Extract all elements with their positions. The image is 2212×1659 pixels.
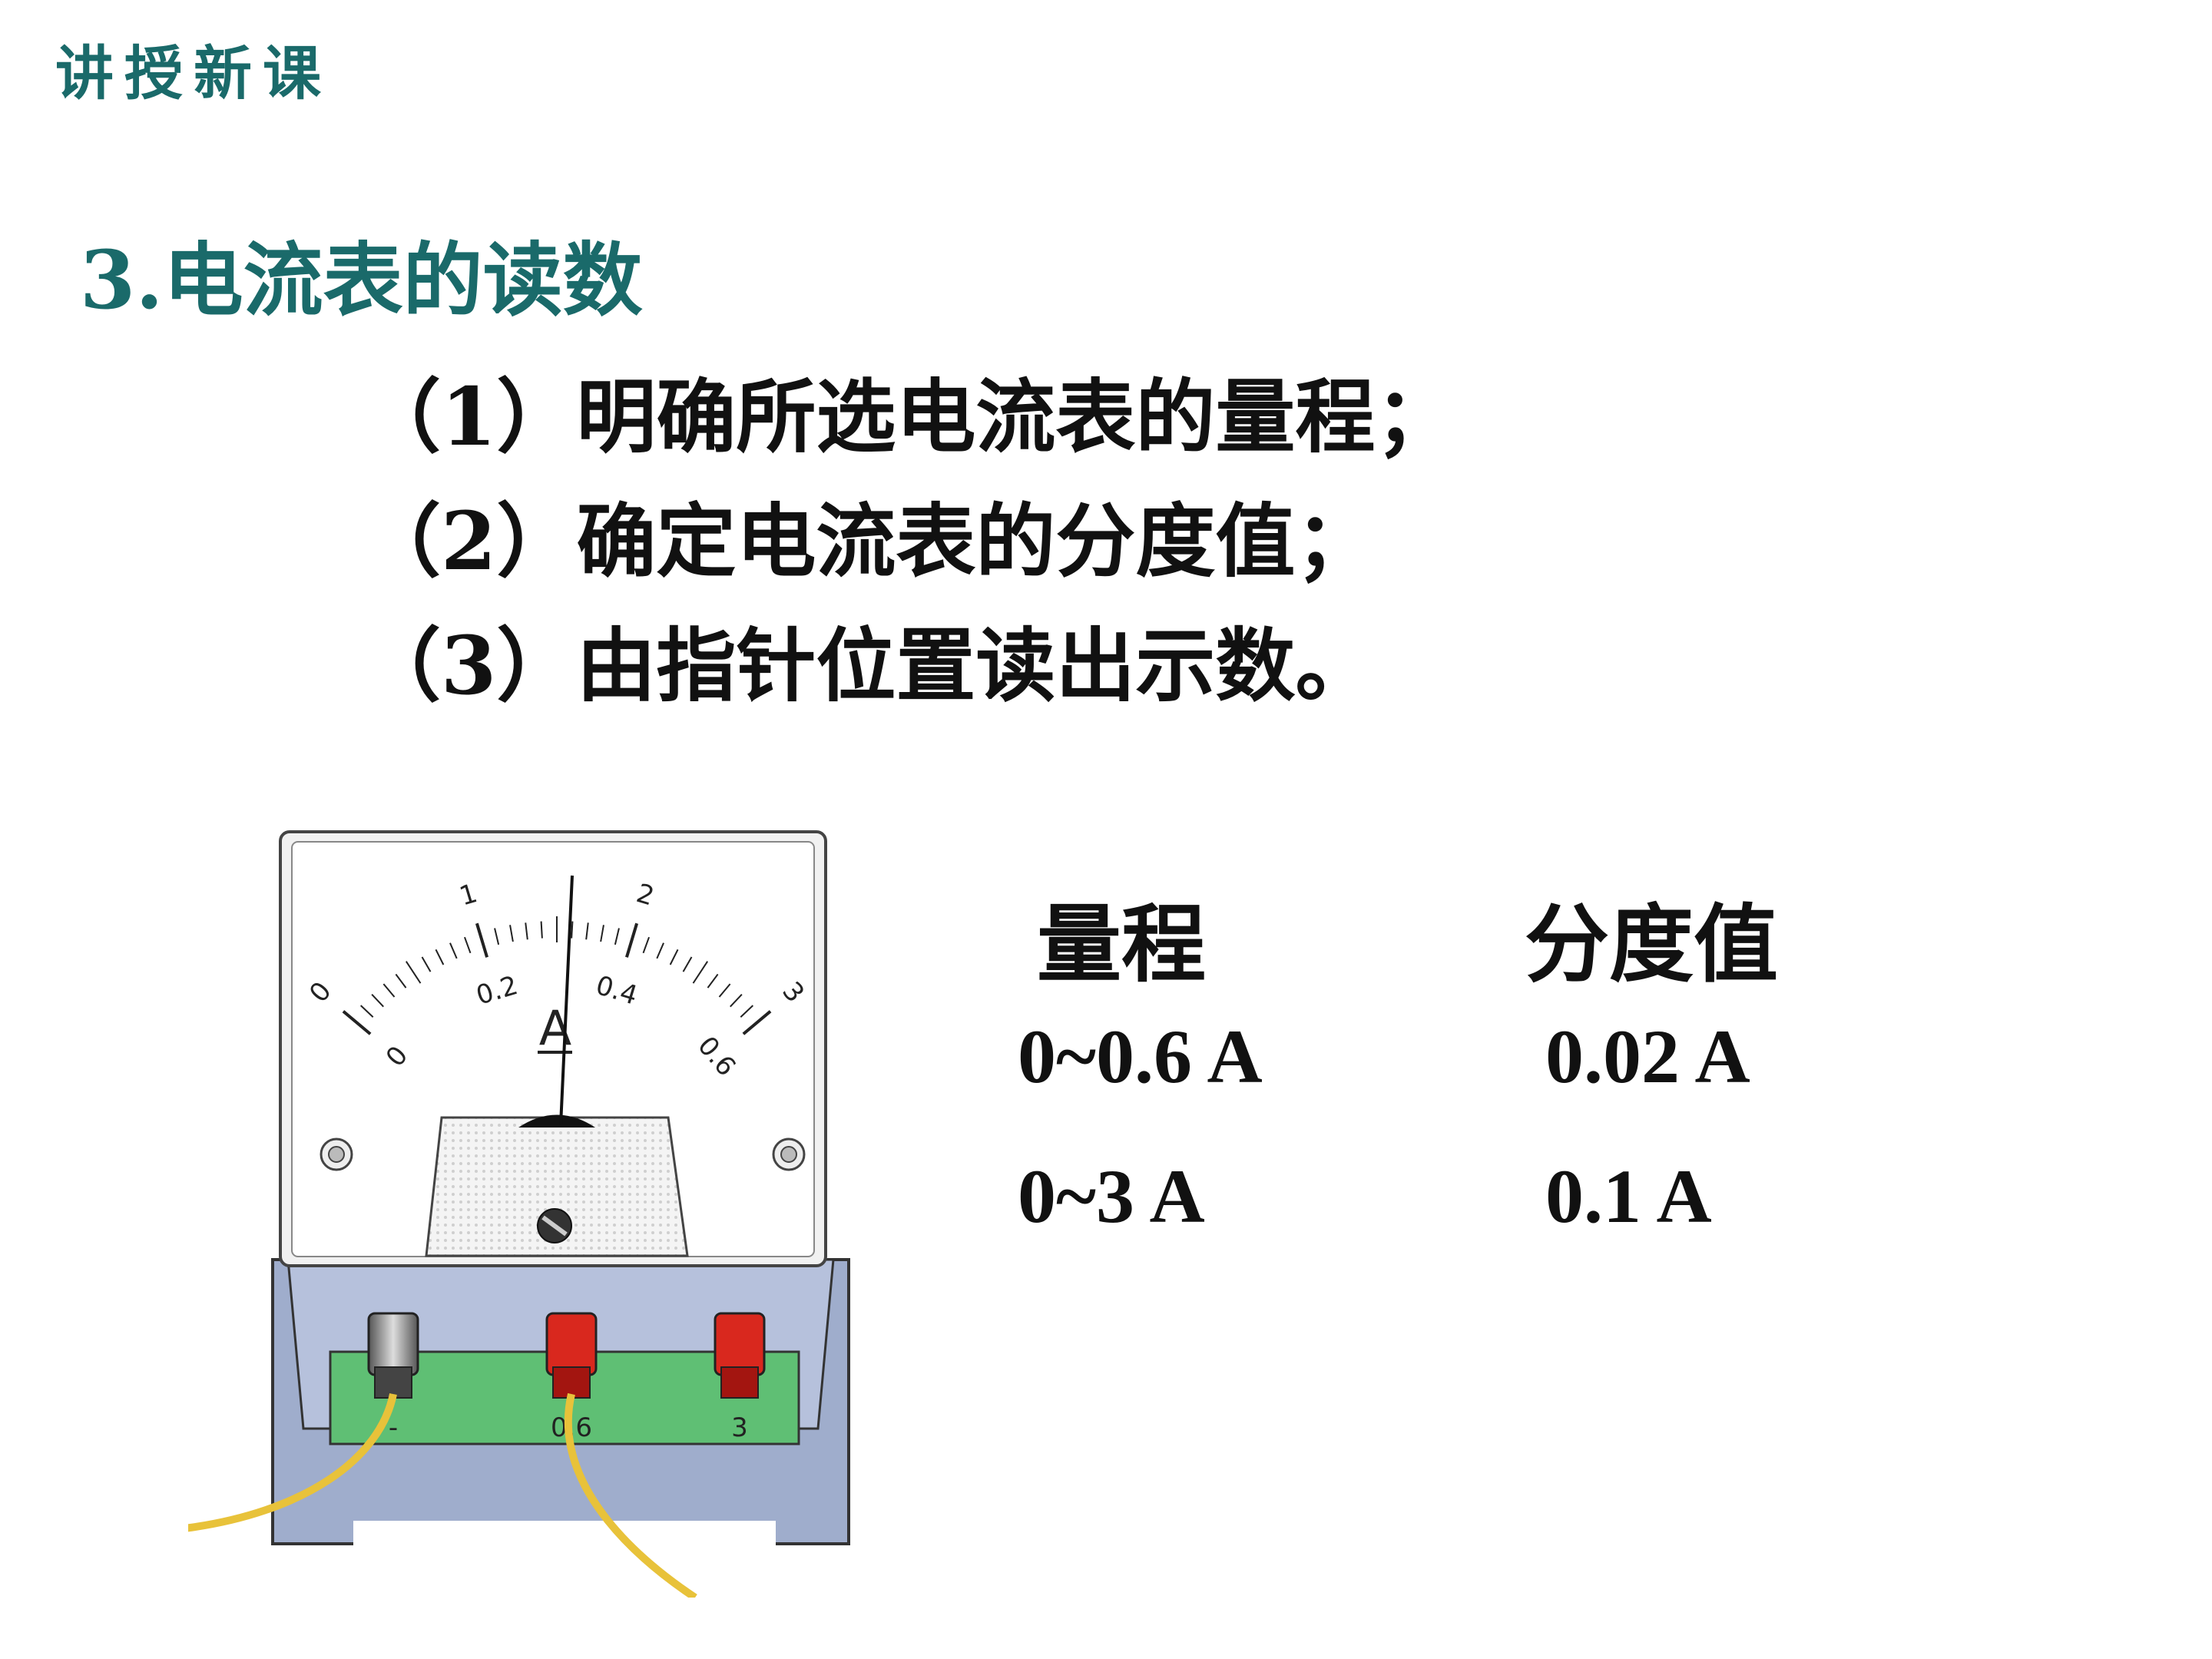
division-cell-1: 0.02 A bbox=[1545, 1014, 1750, 1099]
scale-tick bbox=[669, 949, 679, 965]
scale-tick bbox=[614, 928, 620, 945]
scale-tick bbox=[509, 925, 514, 942]
terminal-0-6 bbox=[545, 1312, 598, 1399]
wire-0-6 bbox=[564, 1392, 697, 1598]
scale-tick bbox=[692, 961, 709, 984]
scale-tick bbox=[682, 956, 693, 972]
right-screw bbox=[772, 1137, 806, 1171]
range-cell-1: 0~0.6 A bbox=[1018, 1014, 1263, 1099]
scale-ticks bbox=[342, 916, 772, 1035]
scale-tick bbox=[525, 922, 528, 940]
range-header: 量程 bbox=[1037, 896, 1206, 994]
left-screw bbox=[320, 1137, 353, 1171]
scale-tick bbox=[540, 921, 543, 939]
step-1: （1）明确所选电流表的量程； bbox=[361, 369, 1455, 464]
scale-tick bbox=[742, 1010, 772, 1035]
scale-tick bbox=[405, 961, 422, 984]
wire-negative bbox=[188, 1393, 397, 1532]
scale-tick bbox=[475, 922, 488, 958]
header-title: 讲授新课 bbox=[55, 39, 332, 108]
scale-tick bbox=[740, 1005, 753, 1018]
scale-tick bbox=[642, 936, 650, 954]
negative-terminal bbox=[367, 1312, 419, 1399]
terminal-3 bbox=[714, 1312, 766, 1399]
scale-tick bbox=[449, 942, 458, 959]
step-2: （2）确定电流表的分度值； bbox=[361, 494, 1376, 588]
scale-tick bbox=[421, 956, 432, 972]
scale-tick bbox=[435, 949, 445, 965]
scale-tick bbox=[600, 925, 604, 942]
scale-tick bbox=[342, 1010, 372, 1035]
step-3: （3）由指针位置读出示数。 bbox=[361, 618, 1376, 713]
division-header: 分度值 bbox=[1525, 896, 1778, 994]
scale-tick bbox=[707, 973, 719, 988]
scale-tick bbox=[625, 922, 639, 958]
zero-adjust-screw bbox=[537, 1208, 572, 1243]
terminal-label-negative: - bbox=[389, 1412, 398, 1443]
section-title: 3.电流表的读数 bbox=[80, 233, 643, 327]
range-cell-2: 0~3 A bbox=[1018, 1154, 1205, 1239]
scale-tick bbox=[494, 928, 500, 945]
division-cell-2: 0.1 A bbox=[1545, 1154, 1712, 1239]
adjust-window bbox=[425, 1114, 689, 1257]
scale-tick bbox=[395, 973, 407, 988]
scale-tick bbox=[464, 936, 472, 954]
scale-tick bbox=[656, 942, 664, 959]
scale-tick bbox=[730, 994, 743, 1008]
meter-face bbox=[279, 830, 827, 1267]
scale-tick bbox=[585, 922, 589, 940]
scale-tick bbox=[371, 994, 384, 1008]
scale-tick bbox=[360, 1005, 374, 1018]
scale-tick bbox=[718, 983, 731, 998]
terminal-label-3: 3 bbox=[731, 1412, 748, 1443]
scale-tick bbox=[382, 983, 396, 998]
scale-tick bbox=[571, 921, 574, 939]
needle bbox=[559, 875, 574, 1126]
